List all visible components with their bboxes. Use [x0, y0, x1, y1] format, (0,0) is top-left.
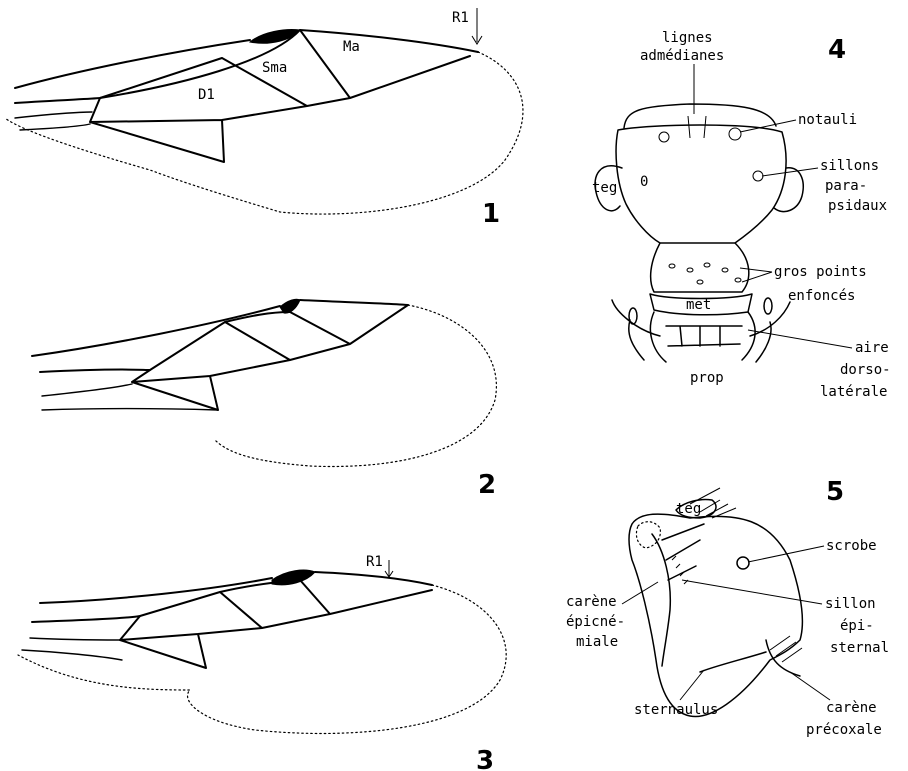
wing-2-cross-veins	[132, 305, 408, 410]
fig2-number: 2	[478, 470, 496, 500]
fig5-sillon-label-2: épi-	[840, 618, 874, 634]
fig4-sillons-label-3: psidaux	[828, 198, 887, 214]
spiracle-left	[629, 308, 637, 324]
wing-1-anterior-vein-b	[15, 112, 92, 118]
wing-2-anterior-vein	[40, 312, 290, 372]
pit-3	[704, 263, 710, 267]
fig4-lignes-label: lignes	[662, 30, 713, 46]
tegula-right	[774, 168, 803, 212]
fig4-teg-label: teg	[592, 180, 617, 196]
fig4-gros-leader	[740, 268, 772, 282]
fig5-carene-epi-label-3: miale	[576, 634, 618, 650]
wing-1-hind-vein	[20, 124, 90, 130]
wing-1-outline	[5, 52, 523, 214]
fig1-r1-arrow	[472, 8, 482, 44]
hind-coxa-left	[612, 300, 660, 360]
pit-5	[735, 278, 741, 282]
fig4-number: 4	[828, 35, 846, 65]
fig4-met-label: met	[686, 297, 711, 313]
fig3-r1-arrow	[385, 560, 393, 577]
scutellum	[651, 243, 749, 292]
fig1-number: 1	[482, 199, 500, 229]
episternal-furrow-crenulae	[672, 556, 688, 584]
wing-3-costa	[40, 578, 272, 603]
fig4-aire-label-1: aire	[855, 340, 889, 356]
wing-2-costa	[32, 306, 280, 356]
epicnemial-carina	[652, 534, 670, 666]
wing-1-marginal-vein	[300, 30, 478, 52]
fig5-sternaulus-label: sternaulus	[634, 702, 718, 718]
fig5-sternaulus-leader	[680, 670, 704, 700]
fig4-sillons-label-1: sillons	[820, 158, 879, 174]
fig5-scrobe-leader	[748, 546, 824, 562]
wing-3-outline	[18, 585, 506, 733]
fig3-r1-label: R1	[366, 554, 383, 570]
pit-4	[722, 268, 728, 272]
pronotal-lobe-stipple	[636, 522, 660, 548]
fig4-aire-leader	[748, 330, 852, 348]
fig1-d1-label: D1	[198, 87, 215, 103]
fig4-gros-label-1: gros points	[774, 264, 867, 280]
figure-4-mesosoma: 0 lignes admédianes notauli sillons para…	[592, 30, 891, 400]
fig1-r1-label: R1	[452, 10, 469, 26]
fig4-notauli-label: notauli	[798, 112, 857, 128]
wing-1-costa	[15, 40, 250, 88]
admedian-lines	[688, 116, 706, 138]
parapsidal-furrow-right	[753, 171, 763, 181]
wing-1-cross-veins	[90, 30, 470, 162]
hind-coxa-right	[750, 302, 790, 362]
fig5-carene-pre-label-1: carène	[826, 700, 877, 716]
fig4-aire-label-3: latérale	[820, 384, 887, 400]
sternaulus	[700, 652, 766, 672]
wing-3-marginal-vein	[315, 572, 432, 585]
fig5-sillon-label-3: sternal	[830, 640, 889, 656]
fig1-sma-label: Sma	[262, 60, 287, 76]
wing-3-hind-veins	[22, 638, 122, 660]
pit-6	[697, 280, 703, 284]
notaulus-right	[729, 128, 741, 140]
fig5-scrobe-label: scrobe	[826, 538, 877, 554]
wing-2-marginal-vein	[300, 300, 408, 305]
figure-2-wing: 2	[32, 299, 496, 500]
episternal-furrow	[662, 524, 704, 580]
figure-1-wing: R1 Ma Sma D1 1	[5, 8, 523, 229]
spiracle-right	[764, 298, 772, 314]
figure-3-wing: R1 3	[18, 554, 506, 771]
fig4-sillons-leader	[762, 168, 818, 176]
fig5-number: 5	[826, 477, 844, 507]
fig4-admedianes-label: admédianes	[640, 48, 724, 64]
fig5-sillon-label-1: sillon	[825, 596, 876, 612]
propodeum	[650, 312, 755, 362]
fig4-gros-label-2: enfoncés	[788, 288, 855, 304]
fig5-carene-epi-label-1: carène	[566, 594, 617, 610]
mesopleuron-outline	[629, 514, 802, 716]
fig4-aire-label-2: dorso-	[840, 362, 891, 378]
fig5-carene-pre-leader	[790, 672, 830, 700]
fig4-prop-label: prop	[690, 370, 724, 386]
pit-1	[669, 264, 675, 268]
figure-5-mesopleuron: teg scrobe carène épicné- miale sillon é…	[566, 477, 889, 738]
scrobe	[737, 557, 749, 569]
fig5-sillon-leader	[682, 580, 822, 604]
pit-2	[687, 268, 693, 272]
wing-2-outline	[215, 305, 496, 466]
wing-2-hind-veins	[42, 384, 218, 410]
fig3-number: 3	[476, 746, 494, 771]
fig5-teg-label: teg	[676, 501, 701, 517]
fig5-carene-epi-label-2: épicné-	[566, 614, 625, 630]
fig1-ma-label: Ma	[343, 39, 360, 55]
fig5-carene-pre-label-2: précoxale	[806, 722, 882, 738]
notaulus-left	[659, 132, 669, 142]
parapsidal-mark-left: 0	[640, 174, 648, 190]
fig4-sillons-label-2: para-	[825, 178, 867, 194]
